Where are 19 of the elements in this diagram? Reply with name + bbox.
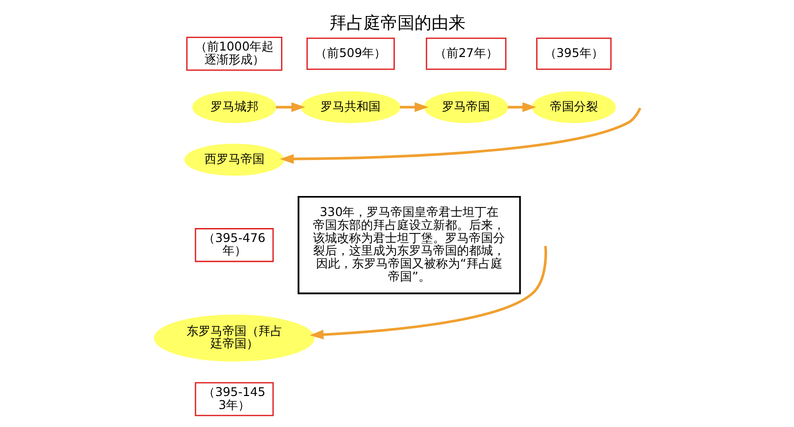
node-box: （395年） <box>536 38 612 70</box>
node-box: （前509年） <box>306 38 394 70</box>
node-ellipse: 东罗马帝国（拜占廷帝国） <box>153 314 314 362</box>
node-box: （395-1453年） <box>194 382 274 416</box>
arrow <box>400 102 428 112</box>
arrow <box>279 108 641 164</box>
node-ellipse: 罗马帝国 <box>424 91 508 124</box>
node-box: （前27年） <box>425 38 506 70</box>
node-box: 330年，罗马帝国皇帝君士坦丁在帝国东部的拜占庭设立新都。后来，该城改称为君士坦丁堡。罗马帝国分裂后，这里成为东罗马帝国的都城，因此，东罗马帝国又被称为“拜占庭帝国”。 <box>297 196 520 294</box>
node-ellipse: 西罗马帝国 <box>184 144 284 176</box>
diagram-title: 拜占庭帝国的由来 <box>329 14 466 34</box>
node-box: （前1000年起逐渐形成） <box>186 36 282 71</box>
arrow <box>275 102 305 112</box>
node-ellipse: 帝国分裂 <box>531 91 616 124</box>
node-ellipse: 罗马共和国 <box>300 91 400 124</box>
node-box: （395-476年） <box>194 228 274 262</box>
node-ellipse: 罗马城邦 <box>192 91 276 124</box>
arrow <box>309 246 546 340</box>
arrow <box>507 102 536 112</box>
